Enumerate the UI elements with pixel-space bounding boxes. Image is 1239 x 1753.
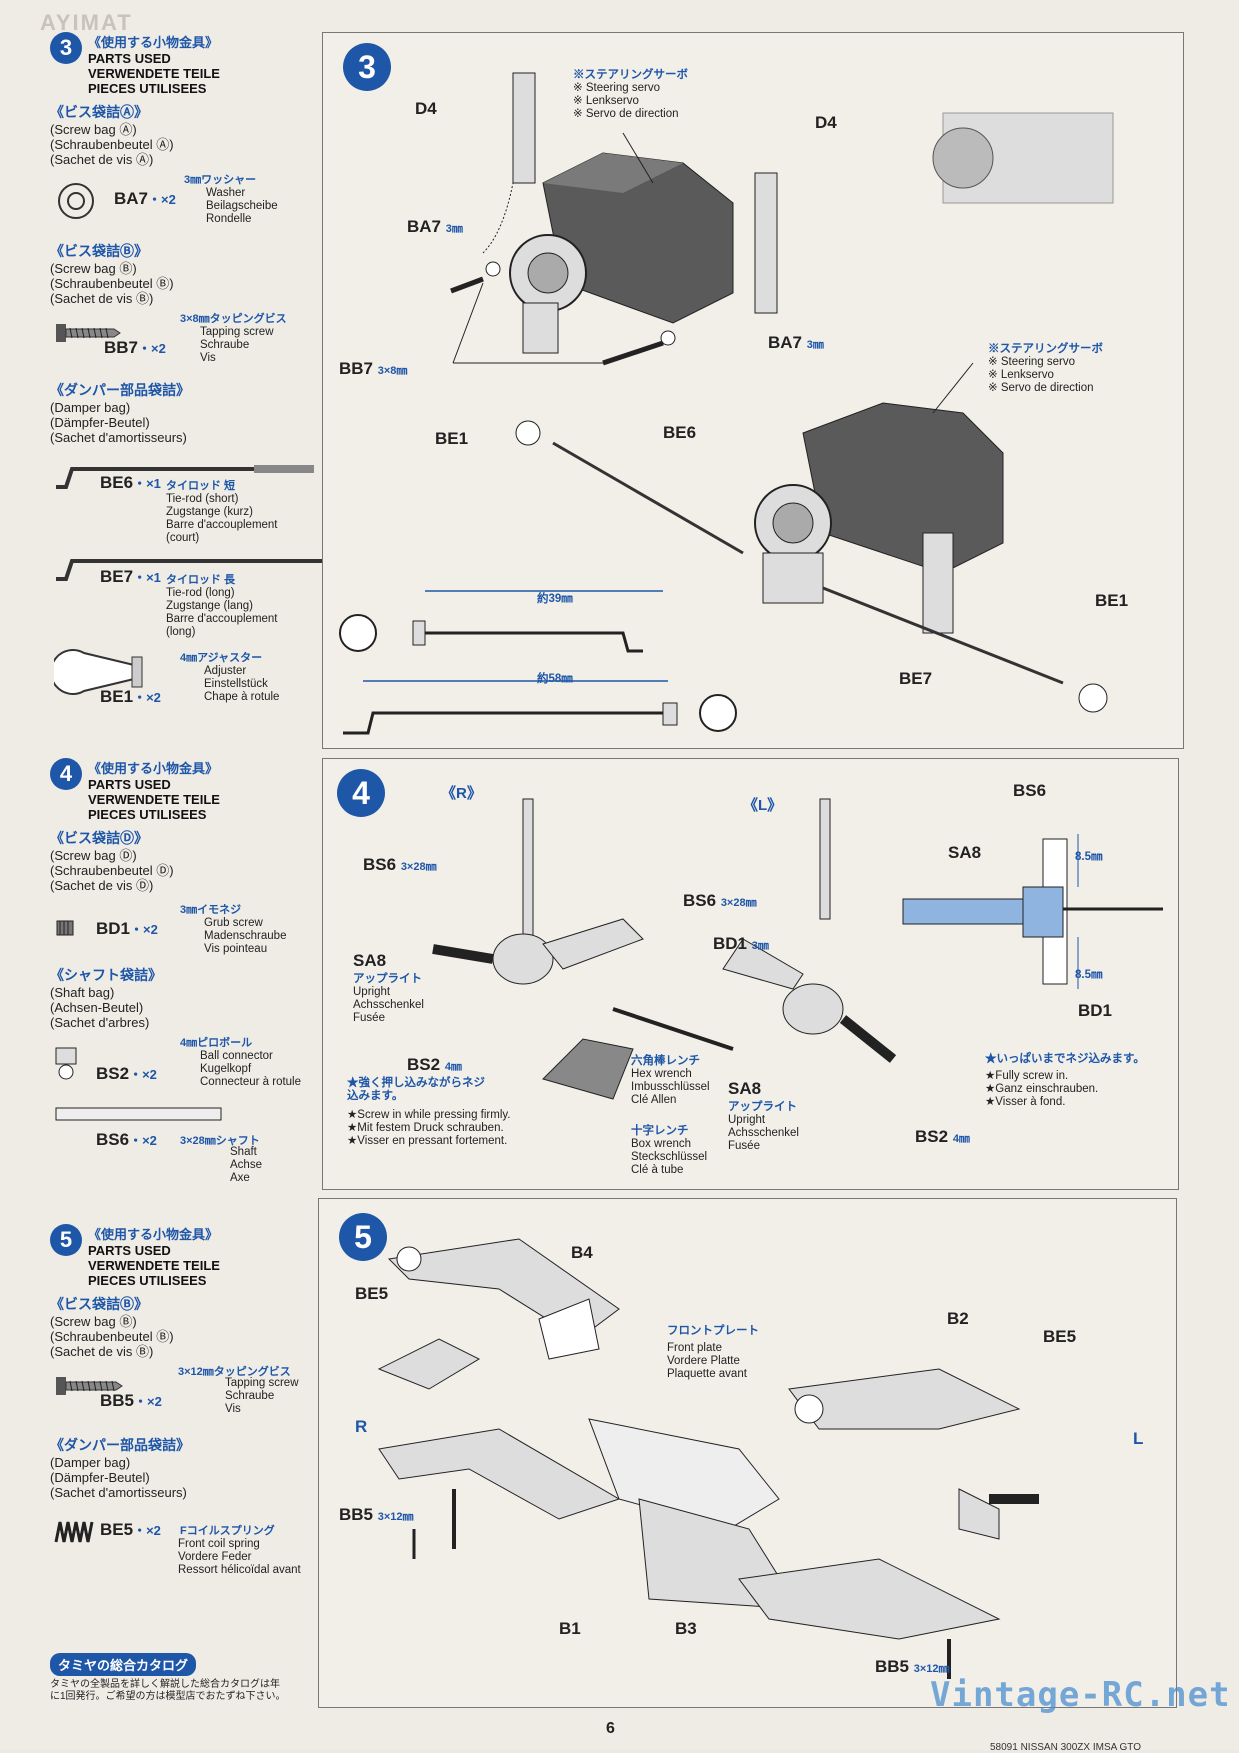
front-suspension-diagram [377,1238,1039,1679]
part-be7: BE7・×1 タイロッド 長 Tie-rod (long)Zugstange (… [50,543,414,643]
step5-diagram-panel: 5 BE5 BE5 B4 B2 R L BB5 3×12㎜ BB5 3×12㎜ … [318,1198,1177,1708]
parts-used-jp: 《使用する小物金具》 [88,35,219,50]
step5-parts-list: 5 《使用する小物金具》 PARTS USED VERWENDETE TEILE… [50,1224,320,1576]
step3-big-number: 3 [343,43,391,91]
part-be6: BE6・×1 タイロッド 短 Tie-rod (short)Zugstange … [50,449,320,544]
tapping-screw-long-icon [56,1377,123,1395]
damper-bag-title: 《ダンパー部品袋詰》 [50,382,190,398]
dim-39mm: 約39㎜ [537,593,573,605]
shaft-icon [55,1107,222,1121]
upright-assembly-diagram [432,798,1163,1100]
step4-parts-list: 4 《使用する小物金具》 PARTS USED VERWENDETE TEILE… [50,758,320,1184]
step3-parts-list: 3 《使用する小物金具》 PARTS USED VERWENDETE TEILE… [50,32,414,717]
catalog-notice: タミヤの総合カタログ タミヤの全製品を詳しく解説した総合カタログは年に1回発行。… [50,1653,310,1703]
catalog-badge: タミヤの総合カタログ [50,1653,197,1676]
step4-diagram-panel: 4 《R》 《L》 BS6 3×28㎜ BS6 3×28㎜ BS6 BD1 3㎜… [322,758,1179,1190]
tapping-screw-icon [56,324,121,342]
adjuster-icon [54,649,143,695]
coil-spring-icon [54,1521,94,1543]
watermark: Vintage-RC.net [930,1675,1231,1715]
page-number: 6 [606,1720,615,1737]
label-d4-right: D4 [815,113,837,132]
servo-assembly-diagram [339,72,1114,735]
step3-diagram-panel: 3 [322,32,1184,749]
ball-connector-icon [55,1047,77,1080]
footer-code: 58091 NISSAN 300ZX IMSA GTO [990,1742,1141,1753]
tie-rod-short-icon [56,465,314,489]
washer-icon [58,183,94,219]
ghost-header: AYIMAT [40,10,133,35]
dim-58mm: 約58㎜ [537,673,573,685]
bag-b-title: 《ビス袋詰Ⓑ》 [50,243,148,259]
grub-screw-icon [56,920,74,936]
bag-a-title: 《ビス袋詰Ⓐ》 [50,104,148,120]
label-d4-left: D4 [415,99,437,118]
step3-number: 3 [50,32,82,64]
